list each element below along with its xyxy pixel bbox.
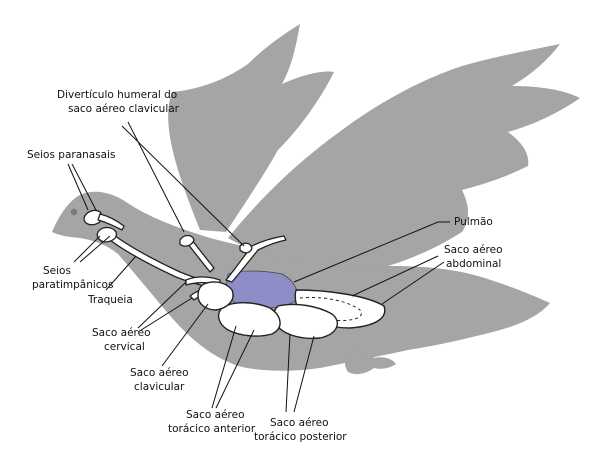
leader-cervical-1 (137, 281, 187, 329)
near-wing-silhouette (228, 44, 580, 268)
leader-lines (67, 121, 450, 413)
head-sinuses (83, 209, 125, 243)
leader-paranasal-2 (71, 163, 97, 211)
abdominal-sac-dashed-outline (299, 297, 362, 321)
leader-anterior-thoracic-2 (215, 329, 255, 409)
leader-paranasal-1 (67, 163, 89, 211)
clavicular-air-sac (197, 281, 234, 311)
leader-posterior-thoracic-1 (285, 333, 291, 413)
leader-humeral-2 (121, 125, 245, 247)
leader-anterior-thoracic-1 (211, 325, 237, 409)
leader-cervical-2 (137, 297, 193, 333)
anterior-thoracic-air-sac (217, 302, 281, 337)
far-wing-silhouette (168, 24, 334, 232)
label-clavicular-sac: Saco aéreo clavicular (130, 367, 192, 393)
labels: Divertículo humeral do saco aéreo clavic… (27, 89, 506, 443)
leader-humeral-1 (127, 121, 185, 233)
eye-mark (70, 208, 78, 216)
leader-abdominal-2 (381, 261, 445, 305)
leader-paratympanic-1 (73, 235, 101, 263)
leader-posterior-thoracic-2 (293, 335, 315, 413)
body-head-tail-silhouette (52, 191, 550, 371)
label-lung: Pulmão (454, 216, 493, 228)
label-trachea: Traqueia (87, 294, 133, 306)
label-paranasal-sinuses: Seios paranasais (27, 149, 116, 161)
label-humeral-diverticulum: Divertículo humeral do saco aéreo clavic… (57, 89, 181, 115)
feet-silhouette (345, 351, 396, 375)
label-cervical-sac: Saco aéreo cervical (92, 327, 154, 353)
leader-abdominal-1 (351, 255, 439, 297)
leader-paratympanic-2 (79, 235, 111, 263)
leader-trachea (105, 255, 137, 291)
leader-clavicular (161, 303, 209, 367)
label-abdominal-sac: Saco aéreo abdominal (444, 244, 506, 270)
label-anterior-thoracic-sac: Saco aéreo torácico anterior (168, 409, 256, 435)
leader-lung (293, 221, 450, 283)
bird-silhouette (52, 24, 580, 375)
label-paratympanic-sinuses: Seios paratimpânicos (32, 265, 113, 291)
label-posterior-thoracic-sac: Saco aéreo torácico posterior (254, 417, 347, 443)
